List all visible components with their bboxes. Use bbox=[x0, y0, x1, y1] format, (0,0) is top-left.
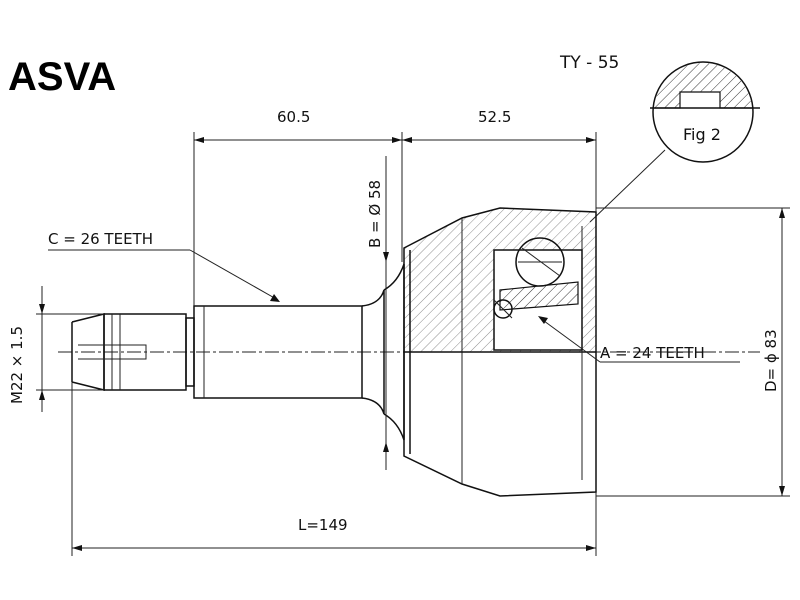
fig-label: Fig 2 bbox=[683, 125, 721, 144]
dim-outer-diameter: D= ϕ 83 bbox=[596, 207, 790, 497]
callout-outer-teeth: C = 26 TEETH bbox=[48, 230, 280, 302]
callout-inner-teeth: A = 24 TEETH bbox=[538, 316, 740, 363]
brand-logo: ASVA bbox=[8, 55, 116, 99]
dim-label-seal-diameter: B = Ø 58 bbox=[366, 180, 384, 248]
dim-60-5: 60.5 bbox=[193, 108, 403, 306]
dim-label-52-5: 52.5 bbox=[478, 108, 511, 126]
dim-total-length: L=149 bbox=[71, 382, 597, 556]
dim-52-5: 52.5 bbox=[402, 108, 597, 212]
callout-label-outer-teeth: C = 26 TEETH bbox=[48, 230, 153, 248]
fig-2-detail: Fig 2 bbox=[589, 61, 760, 223]
callout-label-inner-teeth: A = 24 TEETH bbox=[600, 344, 705, 362]
inner-cage bbox=[493, 237, 583, 351]
dim-label-60-5: 60.5 bbox=[277, 108, 310, 126]
dim-seal-diameter: B = Ø 58 bbox=[366, 156, 389, 470]
dim-label-outer-diameter: D= ϕ 83 bbox=[762, 329, 780, 392]
dim-thread: M22 × 1.5 bbox=[8, 286, 104, 412]
part-number: TY - 55 bbox=[559, 53, 619, 73]
dim-label-thread: M22 × 1.5 bbox=[8, 326, 26, 404]
dim-label-total-length: L=149 bbox=[298, 516, 348, 534]
